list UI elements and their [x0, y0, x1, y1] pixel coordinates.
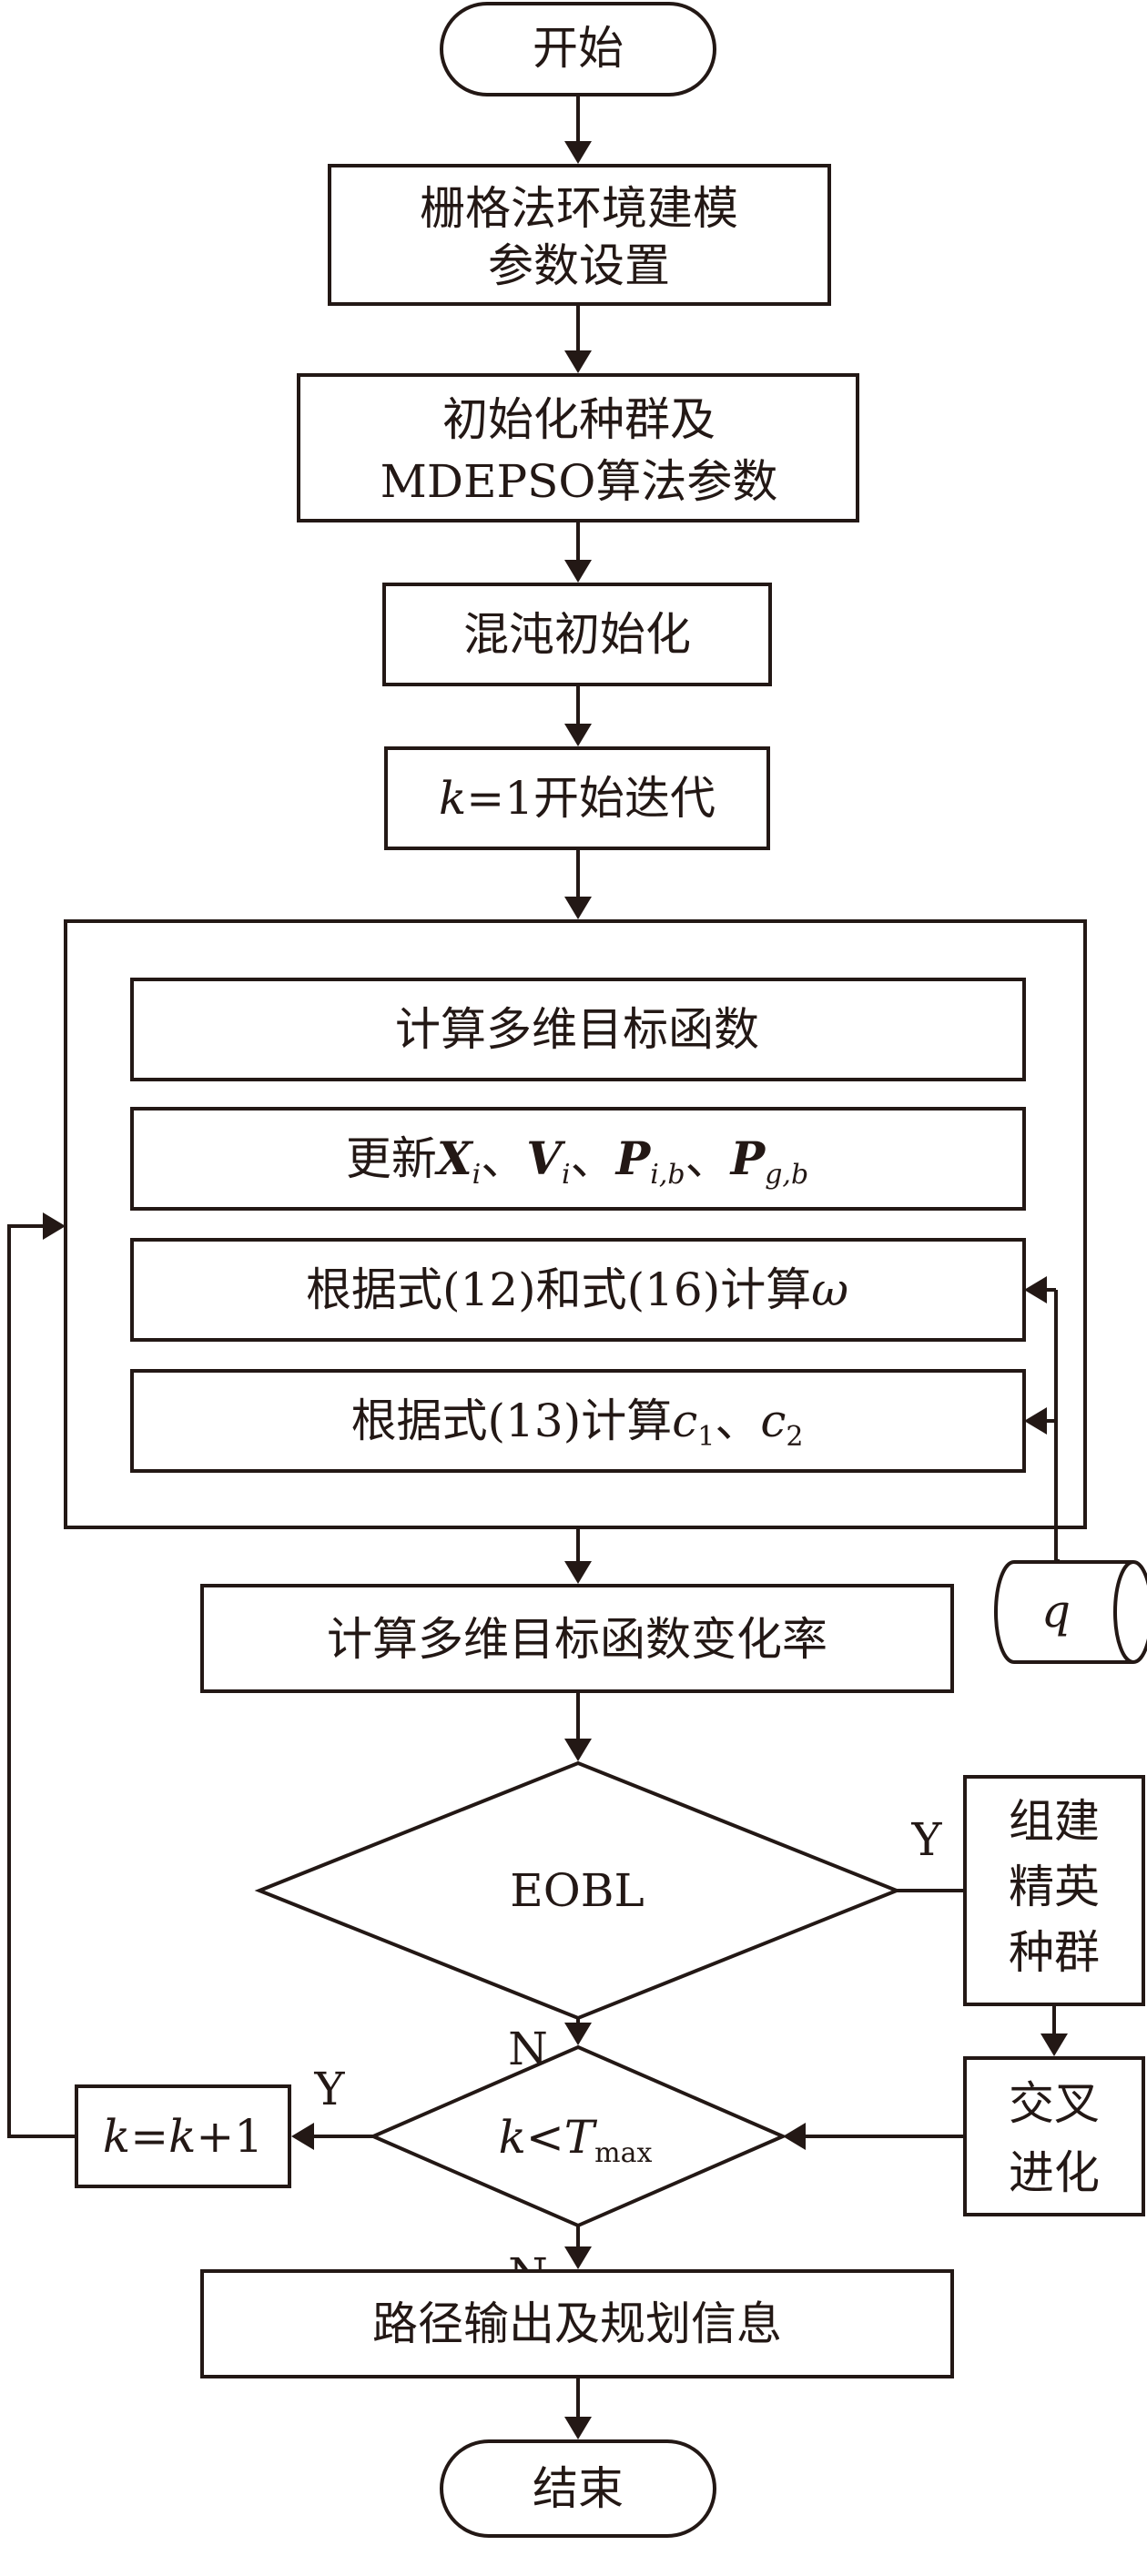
max-iteration-label: k<Tmax: [499, 2111, 653, 2169]
crossover-line1: 交叉: [1009, 2077, 1100, 2130]
chaos-init-label: 混沌初始化: [463, 608, 691, 661]
start-label: 开始: [533, 22, 624, 75]
change-rate-box: 计算多维目标函数变化率: [200, 1584, 954, 1693]
increment-k-label: k=k+1: [103, 2110, 263, 2163]
update-params-label: 更新Xi、Vi、Pi,b、Pg,b: [346, 1131, 808, 1191]
output-box: 路径输出及规划信息: [200, 2269, 954, 2378]
end-terminal: 结束: [440, 2439, 716, 2538]
c-calc-box: 根据式(13)计算c1、c2: [130, 1369, 1026, 1473]
eobl-label: EOBL: [510, 1864, 644, 1917]
elite-line3: 种群: [1009, 1926, 1100, 1979]
init-population-line2: MDEPSO算法参数: [381, 455, 778, 508]
increment-k-box: k=k+1: [75, 2084, 291, 2188]
c-calc-label: 根据式(13)计算c1、c2: [351, 1394, 804, 1453]
grid-modeling-box: 栅格法环境建模 参数设置: [328, 164, 831, 306]
init-population-box: 初始化种群及 MDEPSO算法参数: [297, 373, 859, 522]
omega-calc-box: 根据式(12)和式(16)计算ω: [130, 1238, 1026, 1342]
crossover-line2: 进化: [1009, 2146, 1100, 2199]
elite-population-box: 组建 精英 种群: [963, 1775, 1145, 2006]
init-population-line1: 初始化种群及: [442, 393, 716, 446]
cond-yes-label: Y: [313, 2063, 345, 2115]
max-iteration-decision: k<Tmax: [368, 2044, 788, 2228]
elite-line1: 组建: [1009, 1795, 1100, 1848]
iteration-start-box: k=1开始迭代: [384, 746, 770, 850]
grid-modeling-line1: 栅格法环境建模: [420, 182, 738, 235]
eobl-yes-label: Y: [910, 1813, 942, 1866]
q-label: q: [1041, 1585, 1071, 1638]
calc-objective-box: 计算多维目标函数: [130, 978, 1026, 1081]
crossover-box: 交叉 进化: [963, 2056, 1145, 2216]
update-params-box: 更新Xi、Vi、Pi,b、Pg,b: [130, 1107, 1026, 1211]
change-rate-label: 计算多维目标函数变化率: [327, 1613, 827, 1666]
calc-objective-label: 计算多维目标函数: [395, 1003, 759, 1056]
q-parameter-store: q: [994, 1560, 1147, 1664]
elite-line2: 精英: [1009, 1861, 1100, 1913]
end-label: 结束: [533, 2462, 624, 2515]
start-terminal: 开始: [440, 2, 716, 96]
chaos-init-box: 混沌初始化: [382, 583, 772, 686]
eobl-decision: EOBL: [254, 1760, 902, 2021]
omega-calc-label: 根据式(12)和式(16)计算ω: [306, 1263, 848, 1316]
grid-modeling-line2: 参数设置: [488, 239, 670, 292]
iteration-start-label: k=1开始迭代: [439, 772, 716, 825]
output-label: 路径输出及规划信息: [372, 2297, 782, 2350]
